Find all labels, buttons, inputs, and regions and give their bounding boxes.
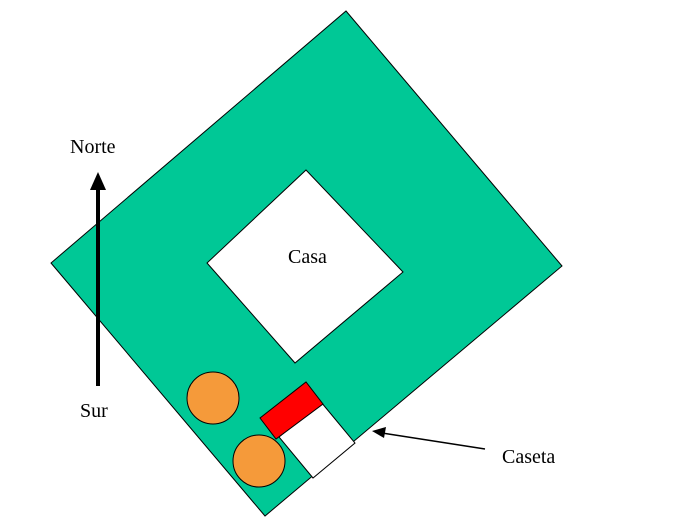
north-label: Norte <box>70 136 116 158</box>
north-arrow-icon <box>90 172 106 386</box>
house-label: Casa <box>288 246 327 268</box>
south-label: Sur <box>80 400 108 422</box>
tree-icon <box>232 434 286 488</box>
shed-label: Caseta <box>502 446 555 468</box>
red-block <box>259 381 324 440</box>
house-area <box>206 169 404 364</box>
tree-icon <box>186 371 240 425</box>
arrow-icon <box>372 427 486 450</box>
